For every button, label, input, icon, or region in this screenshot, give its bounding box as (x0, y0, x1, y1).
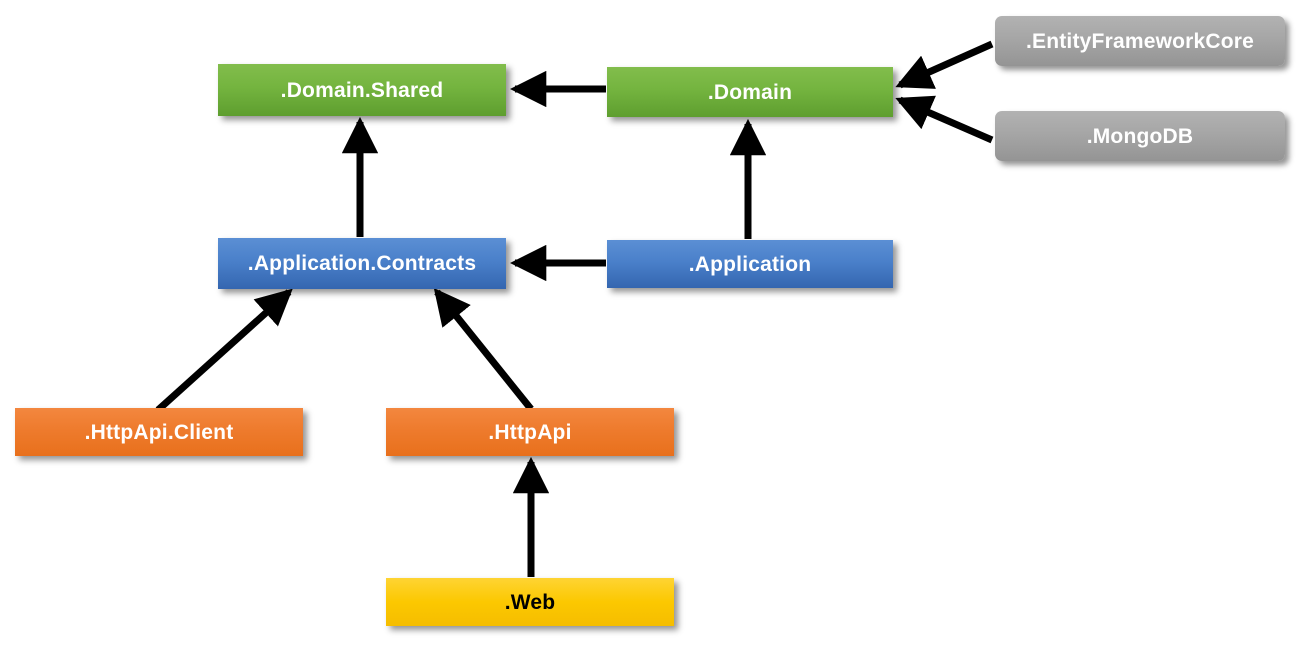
node-httpapi-client-label: .HttpApi.Client (84, 420, 234, 444)
node-mongodb-label: .MongoDB (1086, 124, 1194, 148)
node-entityframeworkcore-label: .EntityFrameworkCore (1025, 29, 1255, 53)
node-entityframeworkcore[interactable]: .EntityFrameworkCore (995, 16, 1285, 66)
arrow-httpapi-client-to-application-contracts (155, 288, 293, 413)
node-application-label: .Application (688, 252, 812, 276)
node-application-contracts[interactable]: .Application.Contracts (218, 238, 506, 289)
arrow-httpapi-to-application-contracts (433, 288, 534, 412)
node-application-contracts-label: .Application.Contracts (247, 252, 477, 275)
node-web[interactable]: .Web (386, 578, 674, 626)
node-application[interactable]: .Application (607, 240, 893, 288)
node-web-label: .Web (504, 590, 556, 614)
node-httpapi-label: .HttpApi (488, 420, 572, 444)
arrow-mongodb-to-domain (895, 95, 994, 144)
node-domain[interactable]: .Domain (607, 67, 893, 117)
node-domain-shared-label: .Domain.Shared (280, 78, 444, 102)
node-httpapi-client[interactable]: .HttpApi.Client (15, 408, 303, 456)
node-domain-shared[interactable]: .Domain.Shared (218, 64, 506, 116)
node-httpapi[interactable]: .HttpApi (386, 408, 674, 456)
node-mongodb[interactable]: .MongoDB (995, 111, 1285, 161)
node-domain-label: .Domain (707, 80, 793, 104)
arrow-efcore-to-domain (895, 40, 994, 89)
